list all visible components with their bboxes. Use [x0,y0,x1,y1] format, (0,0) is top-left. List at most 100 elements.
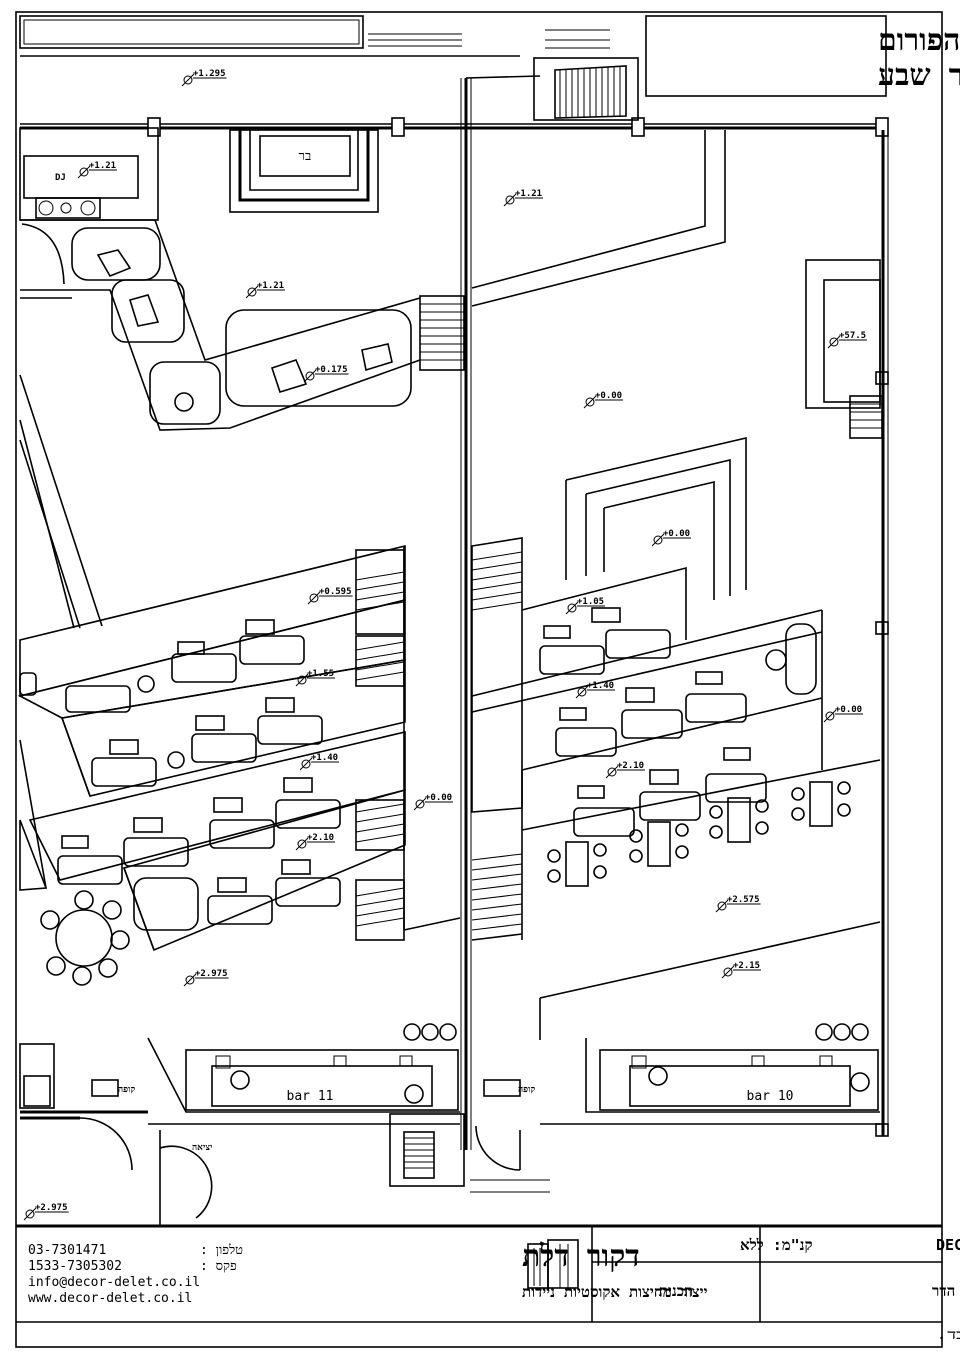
level-marker-symbol [247,287,257,297]
level-marker-symbol [415,799,425,809]
level-marker-tick [181,73,195,87]
top-bar-island: בר [229,129,379,213]
level-marker-value: +1.21 [257,281,284,291]
top-grille [368,33,462,47]
dj-booth: DJ [19,127,159,221]
level-marker-tick [245,285,259,299]
bar-label-top: בר [299,149,312,164]
top-staircase [533,29,639,121]
level-marker-symbol [297,839,307,849]
level-marker: +2.10 [295,833,335,851]
right-stage [565,436,747,600]
level-marker: +1.55 [295,669,335,687]
exit-label: יציאה [192,1143,212,1153]
level-marker-tick [583,395,597,409]
level-marker-value: +1.21 [89,161,116,171]
level-marker: +2.10 [605,761,645,779]
top-right-zone [471,130,889,1136]
level-marker-symbol [297,675,307,685]
level-marker-symbol [585,397,595,407]
dj-label: DJ [55,173,66,183]
central-partition [460,75,541,1150]
company-name: דקור דלת [522,1239,640,1274]
right-terraces [471,537,881,941]
level-marker-tick [183,973,197,987]
level-marker-tick [295,837,309,851]
scale-field: קנ"מ: ללא [740,1236,813,1254]
designer-field: תכנן: אלי הדר [932,1282,960,1300]
level-marker-value: +2.975 [35,1203,68,1213]
level-marker-tick [827,335,841,349]
level-marker-value: +2.10 [617,761,644,771]
level-marker-symbol [305,371,315,381]
level-marker-symbol [653,535,663,545]
drawing-frame [15,11,943,1348]
bar-11-label: bar 11 [287,1089,334,1104]
level-marker-symbol [577,687,587,697]
level-marker: +2.15 [721,961,761,979]
level-marker-symbol [567,603,577,613]
level-marker-value: +0.00 [835,705,862,715]
bar-10-area: bar 10 קופה [483,1023,880,1113]
level-marker-value: +0.00 [663,529,690,539]
level-marker-value: +0.00 [425,793,452,803]
level-marker: +0.00 [651,529,691,547]
level-marker-tick [307,591,321,605]
level-marker-value: +0.175 [315,365,348,375]
level-marker: +1.295 [181,69,227,87]
level-marker-symbol [185,975,195,985]
level-marker-tick [503,193,517,207]
level-marker-tick [605,765,619,779]
level-marker-value: +1.55 [307,669,334,679]
level-marker-tick [715,899,729,913]
level-marker: +0.175 [303,365,349,383]
level-marker: +0.00 [823,705,863,723]
level-marker-symbol [505,195,515,205]
level-marker: +0.595 [307,587,353,605]
level-marker-tick [77,165,91,179]
level-marker-symbol [183,75,193,85]
project-title-line2: באר שבע [878,58,960,93]
bottom-walls: יציאה [19,1043,880,1225]
level-marker: +57.5 [827,331,867,349]
copyright-notice: כל הזכויות שמורות לדקור דלת בע"מ. תכנית … [936,1327,960,1343]
level-marker-tick [575,685,589,699]
level-marker-value: +1.21 [515,189,542,199]
company-tagline: ייצור מחיצות אקוסטיות ניידות [522,1283,708,1301]
phone-number: 03-7301471 [28,1243,106,1258]
level-marker: +2.975 [183,969,229,987]
level-marker-tick [295,673,309,687]
model-field: דגם: DECOR CLASSIC [936,1236,960,1254]
round-table [40,890,130,986]
drawing-type-field: תכנית [659,1282,693,1300]
level-marker-symbol [825,711,835,721]
level-markers: +1.295 +1.21 +1.21 +1.21 +0.175 +0.00 +57.5 +0.… [23,69,867,1221]
left-diagonal-ramp [19,374,103,629]
level-marker-value: +2.10 [307,833,334,843]
level-marker-tick [651,533,665,547]
title-block: דקור דלת ייצור מחיצות אקוסטיות ניידות טל… [16,1224,960,1343]
level-marker-value: +57.5 [839,331,866,341]
bar-10-label: bar 10 [747,1089,794,1104]
fax-number: 1533-7305302 [28,1259,122,1274]
level-marker-tick [823,709,837,723]
level-marker-value: +1.40 [587,681,614,691]
level-marker-tick [23,1207,37,1221]
level-marker: +1.21 [503,189,543,207]
level-marker-value: +2.975 [195,969,228,979]
level-marker-symbol [79,167,89,177]
level-marker-value: +0.00 [595,391,622,401]
website-address: www.decor-delet.co.il [28,1291,192,1306]
high-tables [547,781,851,887]
left-upper-stair [419,295,465,371]
level-marker: +0.00 [583,391,623,409]
level-marker-tick [721,965,735,979]
level-marker-value: +1.05 [577,597,604,607]
project-title-line1: מועדון הפורום [878,23,960,58]
level-marker-symbol [25,1209,35,1219]
top-bar-counter [19,15,364,49]
level-marker-symbol [723,967,733,977]
level-marker-value: +1.295 [193,69,226,79]
level-marker-symbol [717,901,727,911]
title-box: מועדון הפורום באר שבע [645,15,960,97]
